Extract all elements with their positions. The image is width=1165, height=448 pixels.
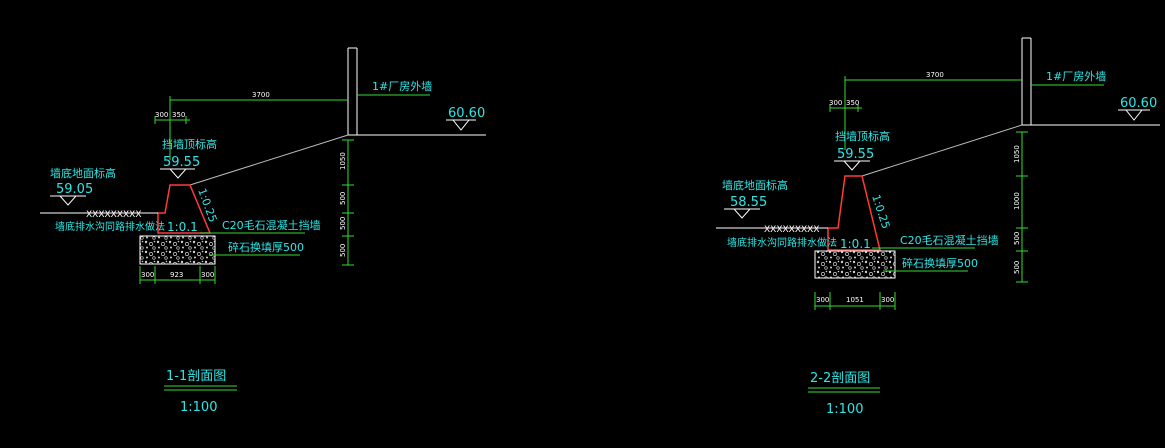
base-ratio: 1:0.1 <box>167 220 198 234</box>
drain-note: 墙底排水沟同路排水做法 <box>727 236 837 249</box>
dim-top-total: 3700 <box>252 91 270 99</box>
dim-top-b: 350 <box>172 111 185 119</box>
soil-hatch: XXXXXXXXX <box>764 225 820 235</box>
grade-elevation: 60.60 <box>1120 96 1157 111</box>
right-dimension <box>1016 131 1028 283</box>
wall-top-label: 挡墙顶标高 <box>835 129 890 143</box>
retaining-wall <box>827 175 881 251</box>
wall-top-label: 挡墙顶标高 <box>162 137 217 151</box>
section-2-2: 1#厂房外墙 60.60 3700 300 350 挡墙顶标高 59.55 1:… <box>716 37 1160 417</box>
gravel-note: 碎石换填厚500 <box>902 256 978 270</box>
gravel-bed <box>139 235 216 265</box>
right-dimension <box>342 139 354 266</box>
dim-right-2: 1000 <box>1013 192 1021 210</box>
dim-bottom-3: 300 <box>201 271 214 279</box>
section-title: 2-2剖面图 <box>810 371 870 386</box>
grade-elevation-marker: 60.60 <box>1118 96 1157 121</box>
dim-right-4: 500 <box>339 244 347 257</box>
top-dimension <box>829 76 1022 150</box>
bottom-dimension <box>814 292 896 310</box>
drain-note: 墙底排水沟同路排水做法 <box>55 220 165 233</box>
dim-top-a: 300 <box>155 111 168 119</box>
dim-bottom-2: 923 <box>170 271 183 279</box>
dim-right-2: 500 <box>339 192 347 205</box>
wall-top-elevation: 59.55 <box>837 147 874 162</box>
dim-bottom-1: 300 <box>816 296 829 304</box>
wall-material: C20毛石混凝土挡墙 <box>900 233 999 247</box>
dim-top-a: 300 <box>829 99 842 107</box>
ground-elevation: 59.05 <box>56 182 93 197</box>
building-wall-label: 1#厂房外墙 <box>1046 69 1106 83</box>
top-dimension <box>154 96 348 160</box>
grade-elevation: 60.60 <box>448 106 485 121</box>
dim-bottom-1: 300 <box>141 271 154 279</box>
wall-material: C20毛石混凝土挡墙 <box>222 218 321 232</box>
grade-elevation-marker: 60.60 <box>446 106 485 131</box>
material-leaders <box>872 247 975 272</box>
retaining-wall <box>157 184 212 234</box>
building-wall <box>347 47 486 136</box>
material-leaders <box>200 232 305 256</box>
dim-bottom-3: 300 <box>881 296 894 304</box>
ground-label: 墙底地面标高 <box>50 166 116 180</box>
dim-top-total: 3700 <box>926 71 944 79</box>
slope-ratio: 1:0.25 <box>869 193 892 230</box>
gravel-note: 碎石换填厚500 <box>228 240 304 254</box>
section-title: 1-1剖面图 <box>166 369 226 384</box>
dim-right-1: 1050 <box>339 152 347 170</box>
gravel-bed <box>814 250 896 279</box>
dim-top-b: 350 <box>846 99 859 107</box>
dim-bottom-2: 1051 <box>846 296 864 304</box>
building-wall-label: 1#厂房外墙 <box>372 79 432 93</box>
section-scale: 1:100 <box>180 400 217 415</box>
wall-top-elevation: 59.55 <box>163 155 200 170</box>
section-scale: 1:100 <box>826 402 863 417</box>
backfill-slope-line <box>189 134 349 186</box>
soil-hatch: XXXXXXXXX <box>86 210 142 220</box>
ground-label: 墙底地面标高 <box>722 178 788 192</box>
dim-right-1: 1050 <box>1013 145 1021 163</box>
dim-right-4: 500 <box>1013 261 1021 274</box>
ground-elevation: 58.55 <box>730 195 767 210</box>
section-1-1: 1#厂房外墙 60.60 3700 300 350 挡墙顶标高 59.55 1:… <box>40 47 486 415</box>
base-ratio: 1:0.1 <box>840 237 871 251</box>
dim-right-3: 500 <box>339 217 347 230</box>
backfill-slope-line <box>861 124 1023 177</box>
dim-right-3: 500 <box>1013 232 1021 245</box>
building-wall <box>1021 37 1160 126</box>
bottom-dimension <box>139 266 216 284</box>
